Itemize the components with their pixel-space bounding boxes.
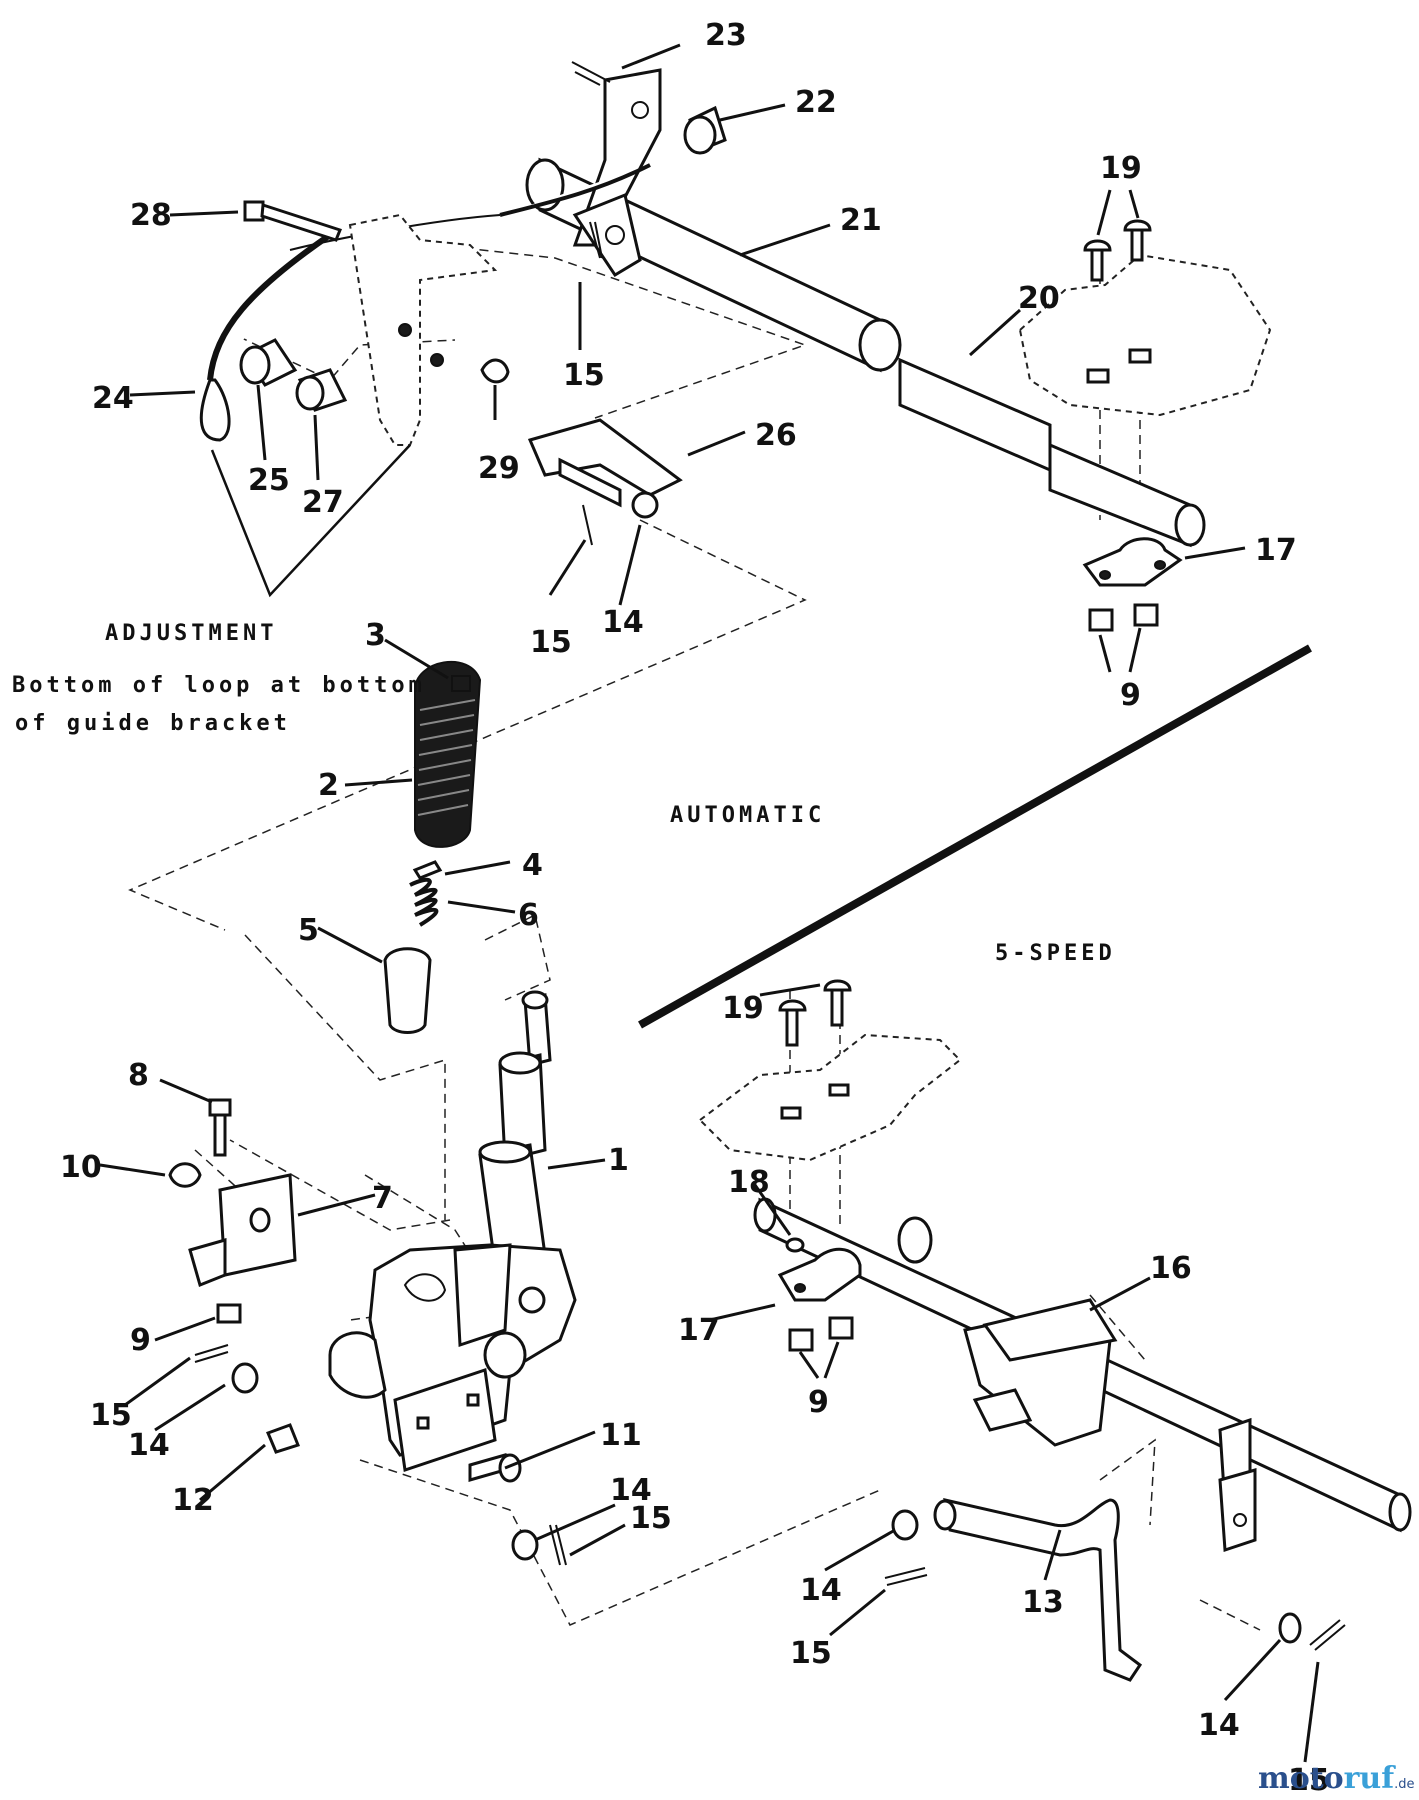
callout-23: 23	[705, 18, 747, 53]
callout-19-top: 19	[1100, 151, 1142, 186]
watermark-suffix: .de	[1394, 1777, 1414, 1792]
watermark: motoruf.de	[1258, 1761, 1415, 1796]
shift-knob-2	[414, 661, 482, 848]
callout-9-5speed: 9	[808, 1385, 829, 1420]
callout-14-rod: 14	[800, 1573, 842, 1608]
callout-4: 4	[522, 848, 543, 883]
divider-line	[638, 644, 1312, 1029]
callout-12: 12	[172, 1483, 214, 1518]
upper-cross-shaft	[525, 61, 1206, 548]
callout-14-top: 14	[602, 605, 644, 640]
adjustment-heading: ADJUSTMENT	[105, 621, 277, 646]
floor-plate-top	[1018, 253, 1272, 417]
leader-arrows	[99, 43, 1320, 1763]
callout-5: 5	[298, 913, 319, 948]
clamp-17-top	[1082, 537, 1183, 632]
watermark-text: motoruf.de	[1258, 1761, 1415, 1796]
callout-1: 1	[608, 1143, 629, 1178]
callout-6: 6	[518, 898, 539, 933]
callout-19-5speed: 19	[722, 991, 764, 1026]
watermark-part2: ruf	[1344, 1761, 1397, 1796]
callout-24: 24	[92, 381, 134, 416]
callout-25: 25	[248, 463, 290, 498]
callout-14-bottom: 14	[610, 1473, 652, 1508]
callout-13: 13	[1022, 1585, 1064, 1620]
callout-21: 21	[840, 203, 882, 238]
floor-plate-5speed	[698, 1033, 962, 1162]
adjustment-note: ADJUSTMENT Bottom of loop at bottom of g…	[12, 444, 426, 736]
callout-8: 8	[128, 1058, 149, 1093]
callout-17-top: 17	[1255, 533, 1297, 568]
section-automatic: AUTOMATIC	[670, 803, 825, 828]
bolts-19-top	[1083, 219, 1152, 282]
callout-9-top: 9	[1120, 678, 1141, 713]
bolt-28	[243, 200, 342, 242]
callout-15-left: 15	[90, 1398, 132, 1433]
callout-29: 29	[478, 451, 520, 486]
callout-15-mid: 15	[530, 625, 572, 660]
callout-2: 2	[318, 768, 339, 803]
bolts-19-5speed	[778, 979, 852, 1047]
callout-3: 3	[365, 618, 386, 653]
callout-7: 7	[372, 1181, 393, 1216]
callout-20: 20	[1018, 281, 1060, 316]
callout-27: 27	[302, 485, 344, 520]
callout-14-left: 14	[128, 1428, 170, 1463]
shift-lever-1	[478, 990, 552, 1267]
cable-assembly	[199, 163, 651, 442]
handle-26	[527, 418, 683, 546]
callout-22: 22	[795, 85, 837, 120]
callout-9-left: 9	[130, 1323, 151, 1358]
link-rod-13	[884, 1498, 1346, 1682]
callout-11: 11	[600, 1418, 642, 1453]
callout-labels: 23 22 21 20 19 28 15 24 25 27 29 26 17 1…	[60, 18, 1330, 1798]
callout-10: 10	[60, 1150, 102, 1185]
callout-15-right: 15	[1288, 1763, 1330, 1798]
shift-base-plate	[328, 1243, 577, 1472]
adjustment-line-1: Bottom of loop at bottom	[12, 673, 426, 698]
callout-15-top: 15	[563, 358, 605, 393]
spring-and-pin	[383, 860, 443, 1034]
callout-16: 16	[1150, 1251, 1192, 1286]
callout-15-rod: 15	[790, 1636, 832, 1671]
callout-17-5speed: 17	[678, 1313, 720, 1348]
lever-hardware	[194, 1344, 567, 1566]
lower-cross-shaft	[753, 1197, 1412, 1553]
adjustment-line-2: of guide bracket	[15, 711, 291, 736]
clamp-17-5speed	[777, 1237, 862, 1352]
callout-15-bottom: 15	[630, 1501, 672, 1536]
section-5-speed: 5-SPEED	[995, 941, 1116, 966]
watermark-part1: moto	[1258, 1761, 1344, 1796]
callout-18: 18	[728, 1165, 770, 1200]
callout-28: 28	[130, 198, 172, 233]
bracket-7	[168, 1098, 297, 1324]
bushing-parts	[239, 338, 510, 412]
callout-26: 26	[755, 418, 797, 453]
callout-14-right: 14	[1198, 1708, 1240, 1743]
guide-bracket	[348, 213, 498, 446]
